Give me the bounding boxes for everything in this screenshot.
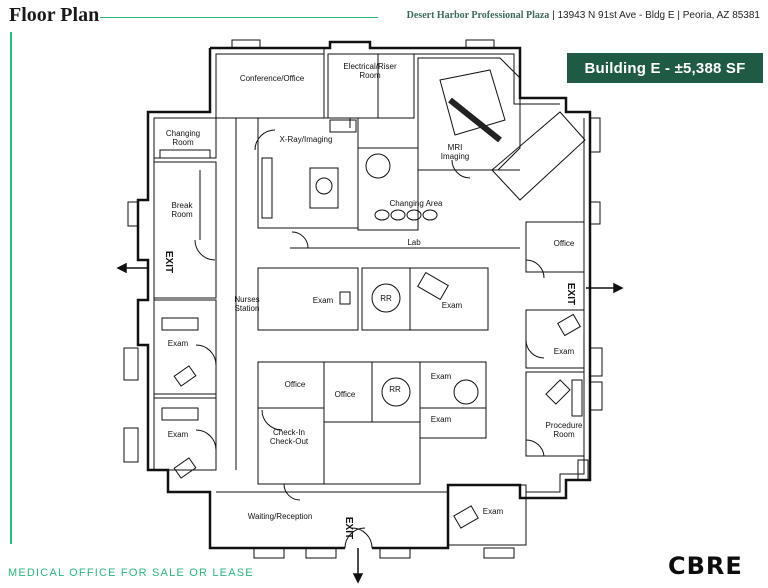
exit-left-arrow xyxy=(116,262,148,274)
page-title: Floor Plan xyxy=(9,4,100,26)
room-exam-lower-b: Exam xyxy=(431,415,452,424)
exit-right-label: EXIT xyxy=(565,283,576,305)
listing-tagline: MEDICAL OFFICE FOR SALE OR LEASE xyxy=(8,567,254,579)
room-checkin: Check-In xyxy=(273,428,305,437)
room-mri: MRI xyxy=(448,143,463,152)
property-header: Desert Harbor Professional Plaza | 13943… xyxy=(407,10,760,21)
building-size-badge: Building E - ±5,388 SF xyxy=(567,53,763,83)
property-name: Desert Harbor Professional Plaza xyxy=(406,10,550,21)
room-exam-center: Exam xyxy=(313,296,334,305)
room-electrical: Electrical/Riser xyxy=(343,62,397,71)
changing-area-benches xyxy=(374,209,438,221)
room-checkin-2: Check-Out xyxy=(270,437,309,446)
room-procedure: Procedure xyxy=(546,421,583,430)
plan-walls xyxy=(123,39,603,559)
room-changing: Changing xyxy=(166,129,200,138)
exit-left-label: EXIT xyxy=(163,251,174,273)
header-rule xyxy=(100,17,378,18)
room-waiting: Waiting/Reception xyxy=(248,512,313,521)
room-nurses-2: Station xyxy=(235,304,260,313)
room-office-lower-2: Office xyxy=(335,390,356,399)
room-exam-left-bottom: Exam xyxy=(168,430,189,439)
room-exam-left-top: Exam xyxy=(168,339,189,348)
room-exam-right-top: Exam xyxy=(554,347,575,356)
room-conference: Conference/Office xyxy=(240,74,305,83)
room-lab: Lab xyxy=(407,238,421,247)
room-electrical-2: Room xyxy=(359,71,381,80)
cbre-logo: CBRE xyxy=(668,552,743,580)
room-nurses: Nurses xyxy=(234,295,259,304)
property-address: | 13943 N 91st Ave - Bldg E | Peoria, AZ… xyxy=(549,10,760,21)
room-changing-2: Room xyxy=(172,138,194,147)
room-office-right: Office xyxy=(554,239,575,248)
room-mri-2: Imaging xyxy=(441,152,469,161)
room-exam-bottom-right: Exam xyxy=(483,507,504,516)
room-changing-area: Changing Area xyxy=(390,199,443,208)
room-rr-center: RR xyxy=(380,294,392,303)
exit-bottom-label: EXIT xyxy=(343,517,354,539)
exit-right-arrow xyxy=(586,282,624,294)
room-procedure-2: Room xyxy=(553,430,575,439)
room-office-lower: Office xyxy=(285,380,306,389)
room-exam-lower-a: Exam xyxy=(431,372,452,381)
room-exam-center-right: Exam xyxy=(442,301,463,310)
exit-bottom-arrow xyxy=(352,548,364,584)
room-break: Break xyxy=(172,201,194,210)
room-rr-lower: RR xyxy=(389,385,401,394)
accent-bar xyxy=(10,32,12,544)
room-break-2: Room xyxy=(171,210,193,219)
room-xray: X-Ray/Imaging xyxy=(280,135,333,144)
